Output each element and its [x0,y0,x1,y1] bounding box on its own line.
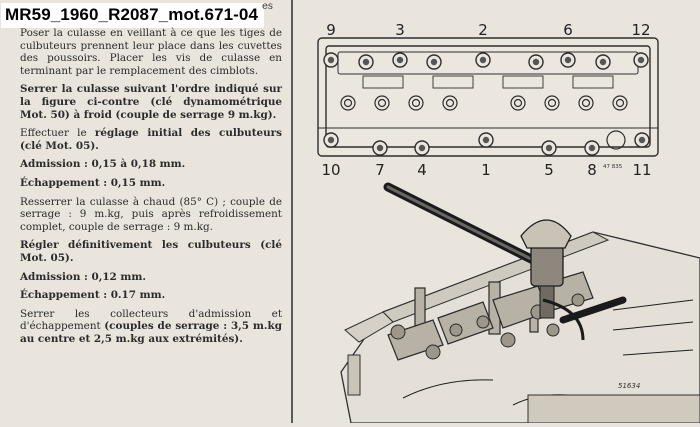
cylinder-head-figure: 9 3 2 6 12 10 7 4 1 5 8 11 47 835 [317,21,700,424]
head-bolt-group [323,52,650,156]
head-bolt-center [564,56,572,64]
corner-fragment: es [262,1,274,12]
tightening-order-label: 8 [587,161,597,179]
head-bolt-center [418,144,426,152]
head-bolt-center [532,58,540,66]
initial-adjust-prefix: Effectuer le [20,127,95,140]
head-bolt-center [376,144,384,152]
paragraph-final-adjust: Régler définitivement les culbuteurs (cl… [20,239,282,264]
paragraph-initial-adjust: Effectuer le réglage initial des culbute… [20,127,282,152]
tightening-order-label: 11 [632,161,651,179]
column-divider [291,0,293,423]
figure-area: 9 3 2 6 12 10 7 4 1 5 8 11 47 835 [293,0,700,424]
tightening-order-label: 6 [563,21,573,39]
head-bolt-center [482,136,490,144]
paragraph-tightening-order: Serrer la culasse suivant l'ordre indiqu… [20,83,282,121]
exhaust-clearance-final: Échappement : 0.17 mm. [20,289,166,302]
head-bolt-center [479,56,487,64]
tightening-order-label: 9 [326,21,336,39]
head-bolt-center [327,136,335,144]
torque-wrench-illustration [383,182,627,341]
tightening-order-label: 5 [544,161,554,179]
intake-clearance-final: Admission : 0,12 mm. [20,270,147,283]
head-bolt-center [637,56,645,64]
manifolds-bold: (couples de serrage : 3,5 m.kg au centre… [20,320,282,345]
head-bolt-center [430,58,438,66]
tightening-order-label: 2 [478,21,488,39]
head-bolt-center [327,56,335,64]
tightening-order-label: 3 [395,21,405,39]
head-bolt-center [588,144,596,152]
head-bolt-center [599,58,607,66]
diagram-ref-number: 47 835 [603,164,623,170]
initial-adjust-bold: réglage initial des culbuteurs (clé Mot.… [20,127,282,152]
tightening-order-label: 7 [375,161,385,179]
paragraph-head-placement: Poser la culasse en veillant à ce que le… [20,27,282,77]
engine-illustration [340,231,700,424]
head-bolt-center [362,58,370,66]
tightening-order-label: 1 [481,161,491,179]
head-plan-diagram [317,37,659,157]
head-bolt-center [638,136,646,144]
tightening-order-label: 4 [417,161,427,179]
instructions-column: Poser la culasse en veillant à ce que le… [20,24,282,351]
tightening-order-label: 10 [321,161,340,179]
intake-clearance-initial: Admission : 0,15 à 0,18 mm. [20,158,186,171]
image-label: MR59_1960_R2087_mot.671-04 [1,3,265,28]
paragraph-hot-retighten: Resserrer la culasse à chaud (85° C) ; c… [20,195,282,233]
head-bolt-center [545,144,553,152]
manifolds-prefix: Serrer les collecteurs d'admission et d'… [20,307,282,333]
illustration-ref-number: 51634 [618,382,640,390]
paragraph-manifolds: Serrer les collecteurs d'admission et d'… [20,308,282,346]
exhaust-clearance-initial: Échappement : 0,15 mm. [20,176,166,189]
head-bolt-center [396,56,404,64]
tightening-order-label: 12 [631,21,650,39]
glow-plug-holes [340,95,628,150]
